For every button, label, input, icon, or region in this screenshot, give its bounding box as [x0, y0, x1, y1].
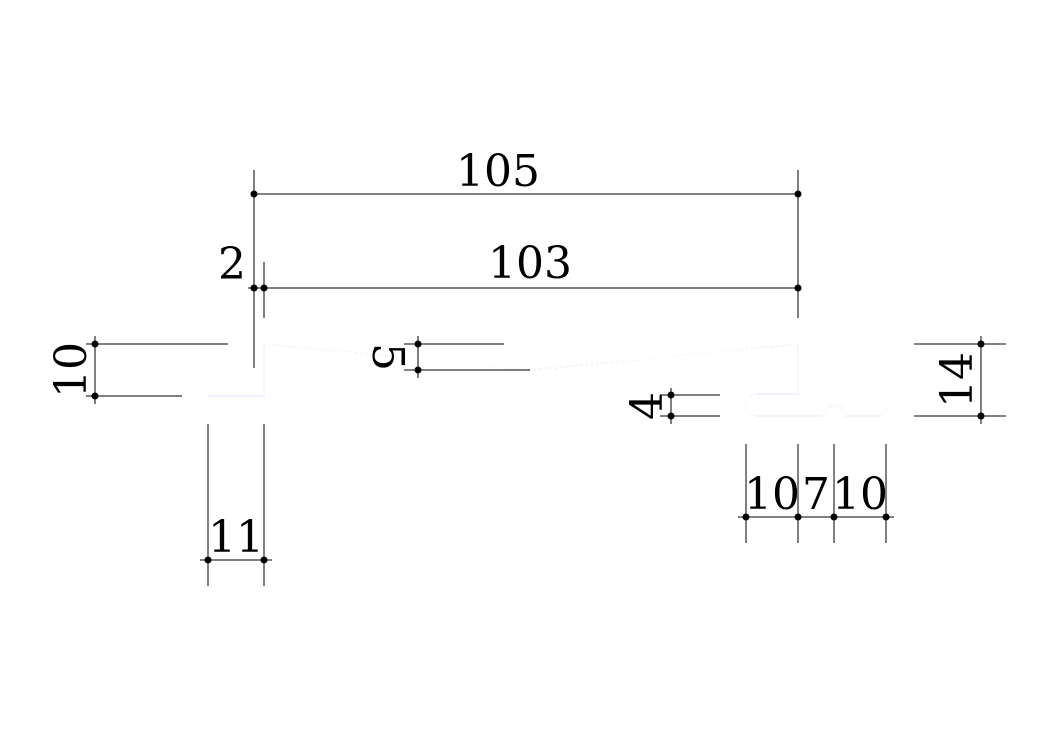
dim-dot — [260, 284, 268, 292]
dim-dot — [794, 190, 802, 198]
dim-dot — [667, 391, 675, 399]
dim-text-11: 11 — [208, 512, 264, 563]
dim-dot — [977, 340, 985, 348]
dim-dot — [260, 556, 268, 564]
dim-dot — [91, 340, 99, 348]
dim-dot — [794, 513, 802, 521]
dim-text-5: 5 — [362, 343, 413, 371]
dim-dot — [794, 284, 802, 292]
profile-outer-stroke — [208, 343, 888, 417]
dim-dot — [414, 340, 422, 348]
dim-dot — [204, 556, 212, 564]
dim-text-hook-2: 7 — [802, 469, 830, 520]
dim-dot — [667, 412, 675, 420]
dim-dot — [830, 513, 838, 521]
dim-text-2: 2 — [218, 239, 246, 290]
dim-dot — [882, 513, 890, 521]
profile-inner-stroke — [208, 343, 888, 417]
dim-text-4: 4 — [622, 392, 673, 420]
dim-dot — [742, 513, 750, 521]
dim-dot — [91, 392, 99, 400]
dim-text-hook-1: 10 — [744, 469, 800, 520]
dim-dot — [250, 190, 258, 198]
dim-text-10-left: 10 — [46, 342, 97, 398]
dim-dot — [250, 284, 258, 292]
dim-text-hook-3: 10 — [832, 469, 888, 520]
dim-text-105: 105 — [456, 146, 540, 197]
dim-dot — [414, 366, 422, 374]
dim-text-103: 103 — [488, 238, 572, 289]
sheet-profile — [208, 343, 888, 417]
dim-dot — [977, 412, 985, 420]
dim-text-14: 14 — [932, 352, 983, 408]
